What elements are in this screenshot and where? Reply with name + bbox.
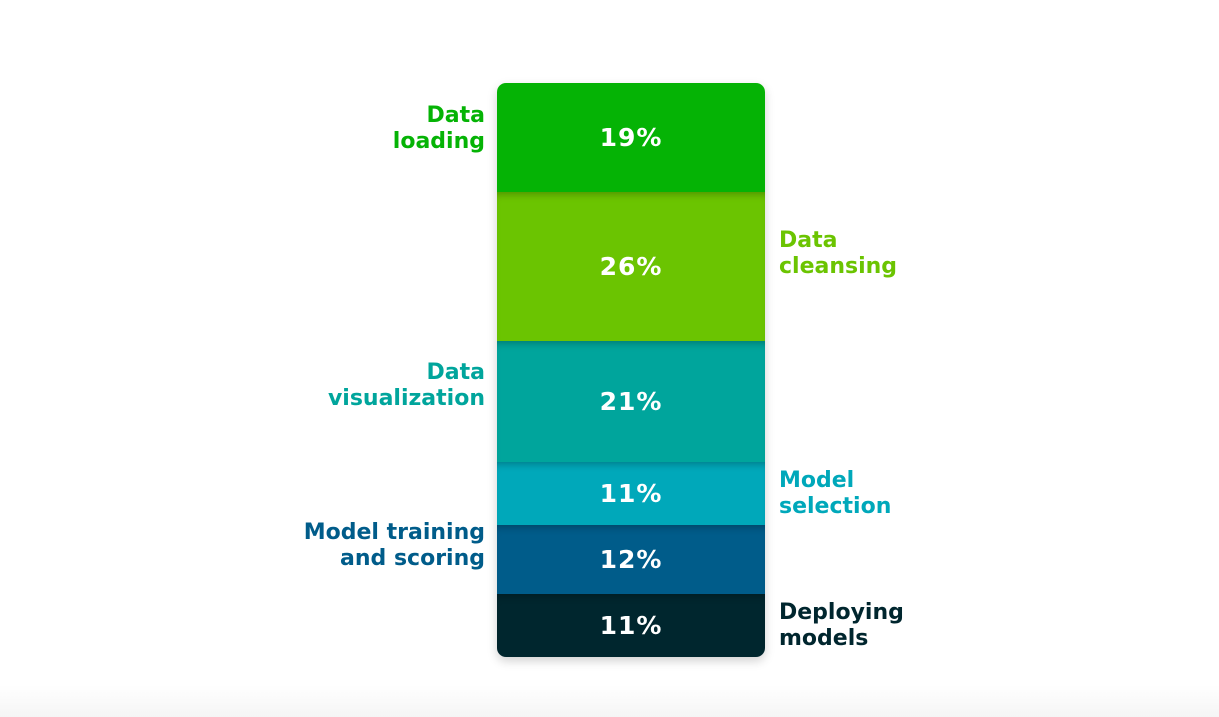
data-label: 21% [599,387,663,416]
bar-segment: 12% [497,525,765,594]
data-label: 19% [599,123,663,152]
category-label: Data loading [392,103,485,154]
category-label: Deploying models [779,600,904,651]
bar-segment: 11% [497,594,765,657]
bar-segment: 11% [497,462,765,525]
category-label: Data visualization [327,360,485,411]
bar-segment: 19% [497,83,765,192]
category-label: Model selection [779,468,892,519]
stacked-bar: 19% 26% 21% 11% 12% 11% [497,83,765,657]
data-label: 11% [599,479,663,508]
data-label: 26% [599,252,663,281]
category-label: Data cleansing [779,228,898,279]
bar-segment: 26% [497,192,765,341]
data-label: 12% [599,545,663,574]
category-label: Model training and scoring [303,520,485,571]
bar-segment: 21% [497,341,765,462]
data-label: 11% [599,611,663,640]
